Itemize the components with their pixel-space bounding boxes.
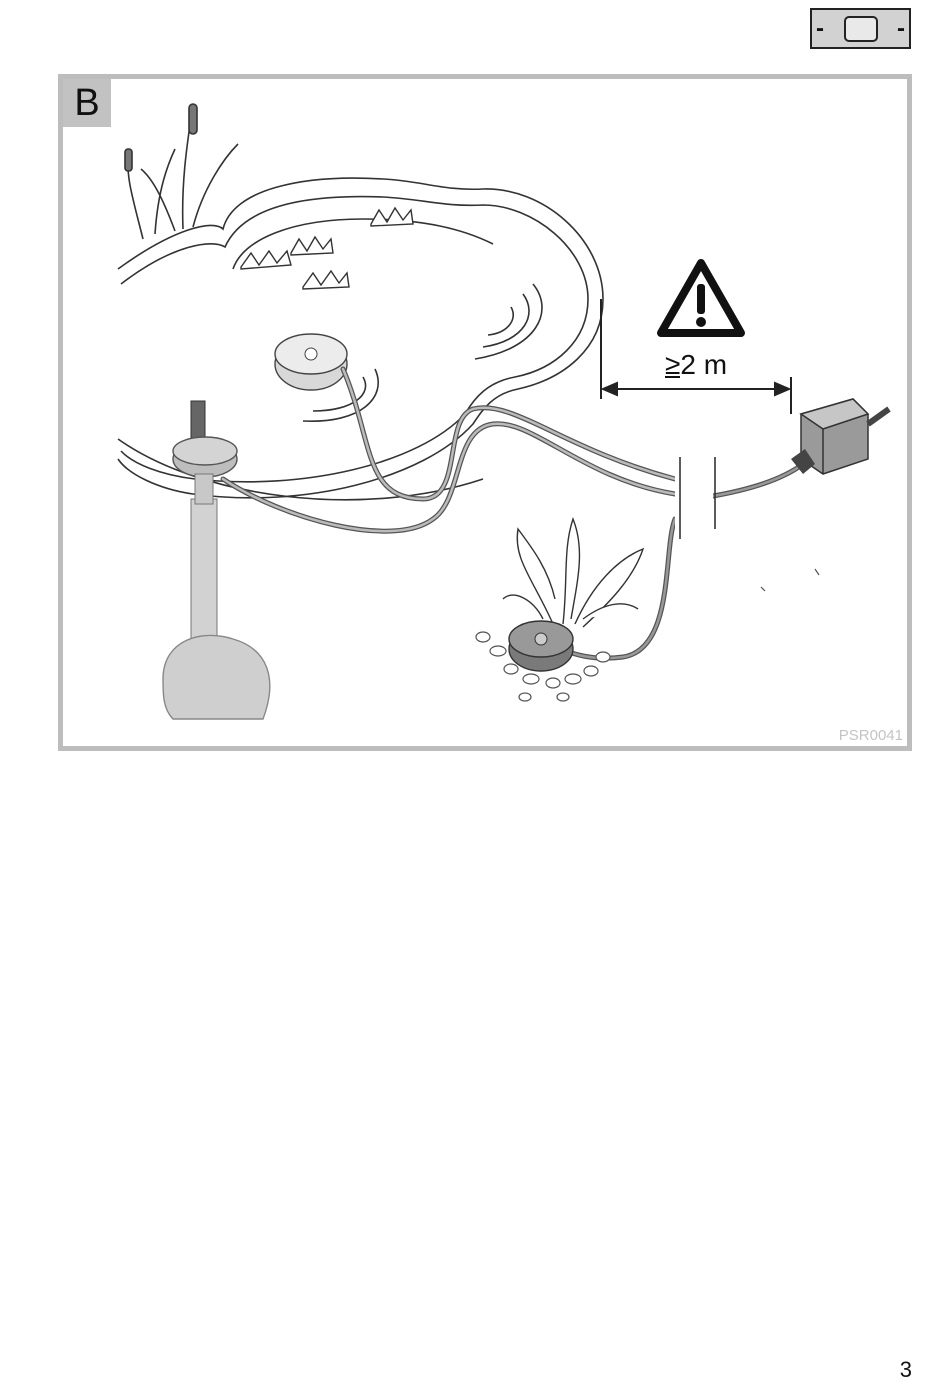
plant-icon xyxy=(503,519,643,627)
image-code: PSR0041 xyxy=(839,727,903,744)
tab-dash-left: - xyxy=(816,17,824,41)
page-number: 3 xyxy=(900,1357,912,1383)
pump-icon xyxy=(163,401,270,719)
pond-illustration xyxy=(63,79,907,746)
ground-light-icon xyxy=(509,621,573,671)
greater-equal-symbol: ≥ xyxy=(665,354,680,378)
floating-light-icon xyxy=(275,334,347,390)
distance-label: ≥2 m xyxy=(665,349,727,381)
tab-dash-right: - xyxy=(897,17,905,41)
language-tab: - - xyxy=(810,8,911,49)
figure-b: B ≥2 m PSR0041 xyxy=(58,74,912,751)
cable-junction xyxy=(675,457,715,539)
figure-label: B xyxy=(63,79,111,127)
distance-value: 2 m xyxy=(680,349,727,380)
transformer-icon xyxy=(791,399,889,474)
warning-icon xyxy=(661,263,741,333)
rounded-box-icon xyxy=(844,16,878,42)
